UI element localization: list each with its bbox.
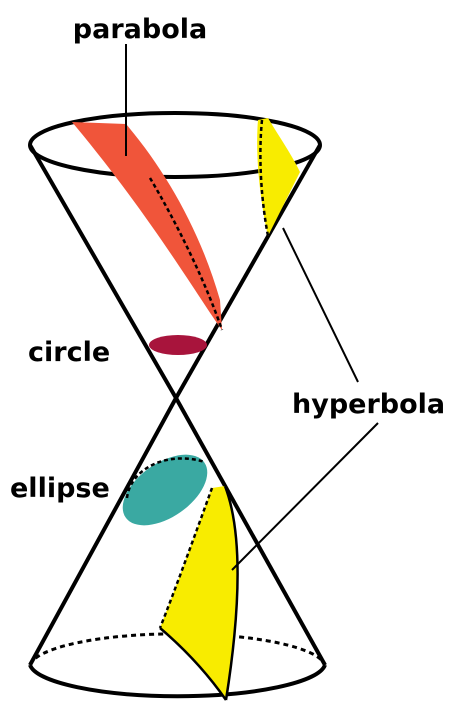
lower-hyperbola-right-edge [223, 485, 239, 701]
lower-hyperbola-shape [160, 486, 238, 700]
parabola-shape [72, 122, 222, 330]
upper-cone-right-edge [174, 144, 322, 399]
hyperbola-label: hyperbola [292, 389, 445, 420]
upper-hyperbola-section [257, 118, 300, 237]
parabola-label: parabola [73, 14, 207, 45]
parabola-dashed-edge [148, 177, 224, 331]
upper-hyperbola-dashed-edge [259, 119, 270, 237]
circle-label: circle [28, 337, 110, 368]
lower-cone-right-edge [174, 397, 327, 666]
upper-hyperbola-shape [257, 118, 300, 236]
upper-cone [28, 111, 322, 399]
lower-hyperbola-bottom-edge [159, 627, 228, 701]
lower-cone-base-front [28, 664, 327, 699]
lower-cone [28, 397, 327, 699]
upper-cone-left-edge [28, 144, 178, 399]
hyperbola-leader-upper [282, 227, 359, 383]
lower-cone-left-edge [28, 397, 178, 666]
lower-hyperbola-section [158, 485, 239, 701]
ellipse-section [122, 454, 208, 526]
leader-lines [125, 44, 379, 571]
ellipse-label: ellipse [10, 473, 110, 504]
parabola-section [72, 122, 224, 331]
ellipse-shape [122, 454, 208, 526]
lower-hyperbola-dashed-edge [158, 487, 214, 629]
hyperbola-leader-lower [231, 422, 379, 571]
ellipse-dashed-edge [125, 457, 206, 499]
circle-section [149, 335, 207, 355]
